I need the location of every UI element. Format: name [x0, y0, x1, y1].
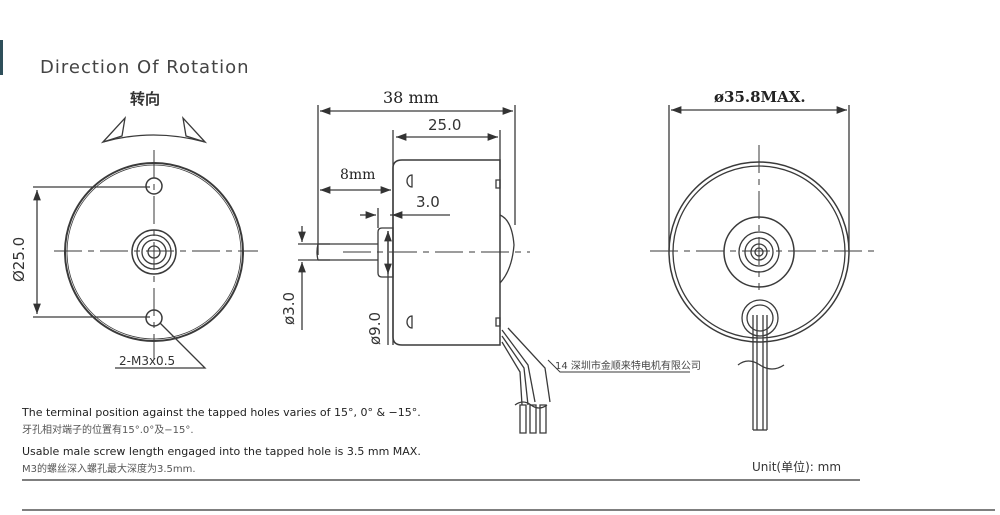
boss-length-label: 3.0 — [416, 193, 440, 211]
note-2-en: Usable male screw length engaged into th… — [22, 445, 421, 458]
rotation-arrow-icon — [100, 115, 208, 144]
wire-label: 14 深圳市金顺来特电机有限公司 — [555, 361, 701, 372]
boss-diameter-label: ø9.0 — [366, 311, 384, 345]
body-length-label: 25.0 — [428, 116, 462, 134]
unit-label: Unit(单位): mm — [752, 460, 842, 474]
screw-spec-label: 2-M3x0.5 — [119, 354, 176, 368]
note-1-cn: 牙孔相对端子的位置有15°.0°及−15°. — [22, 425, 194, 436]
note-1-en: The terminal position against the tapped… — [22, 406, 421, 419]
max-diameter-label: ø35.8MAX. — [714, 88, 806, 106]
overall-length-label: 38 mm — [383, 88, 439, 107]
shaft-diameter-label: ø3.0 — [280, 291, 298, 325]
side-view — [298, 105, 690, 434]
rotation-title-cn: 转向 — [130, 90, 161, 108]
front-view — [33, 115, 258, 369]
front-diameter-label: Ø25.0 — [10, 236, 28, 282]
shaft-length-label: 8mm — [340, 167, 376, 183]
rear-view — [650, 105, 880, 431]
edge-accent-bar — [0, 40, 3, 75]
note-2-cn: M3的螺丝深入螺孔最大深度为3.5mm. — [22, 464, 196, 475]
rotation-title: Direction Of Rotation — [40, 57, 250, 78]
